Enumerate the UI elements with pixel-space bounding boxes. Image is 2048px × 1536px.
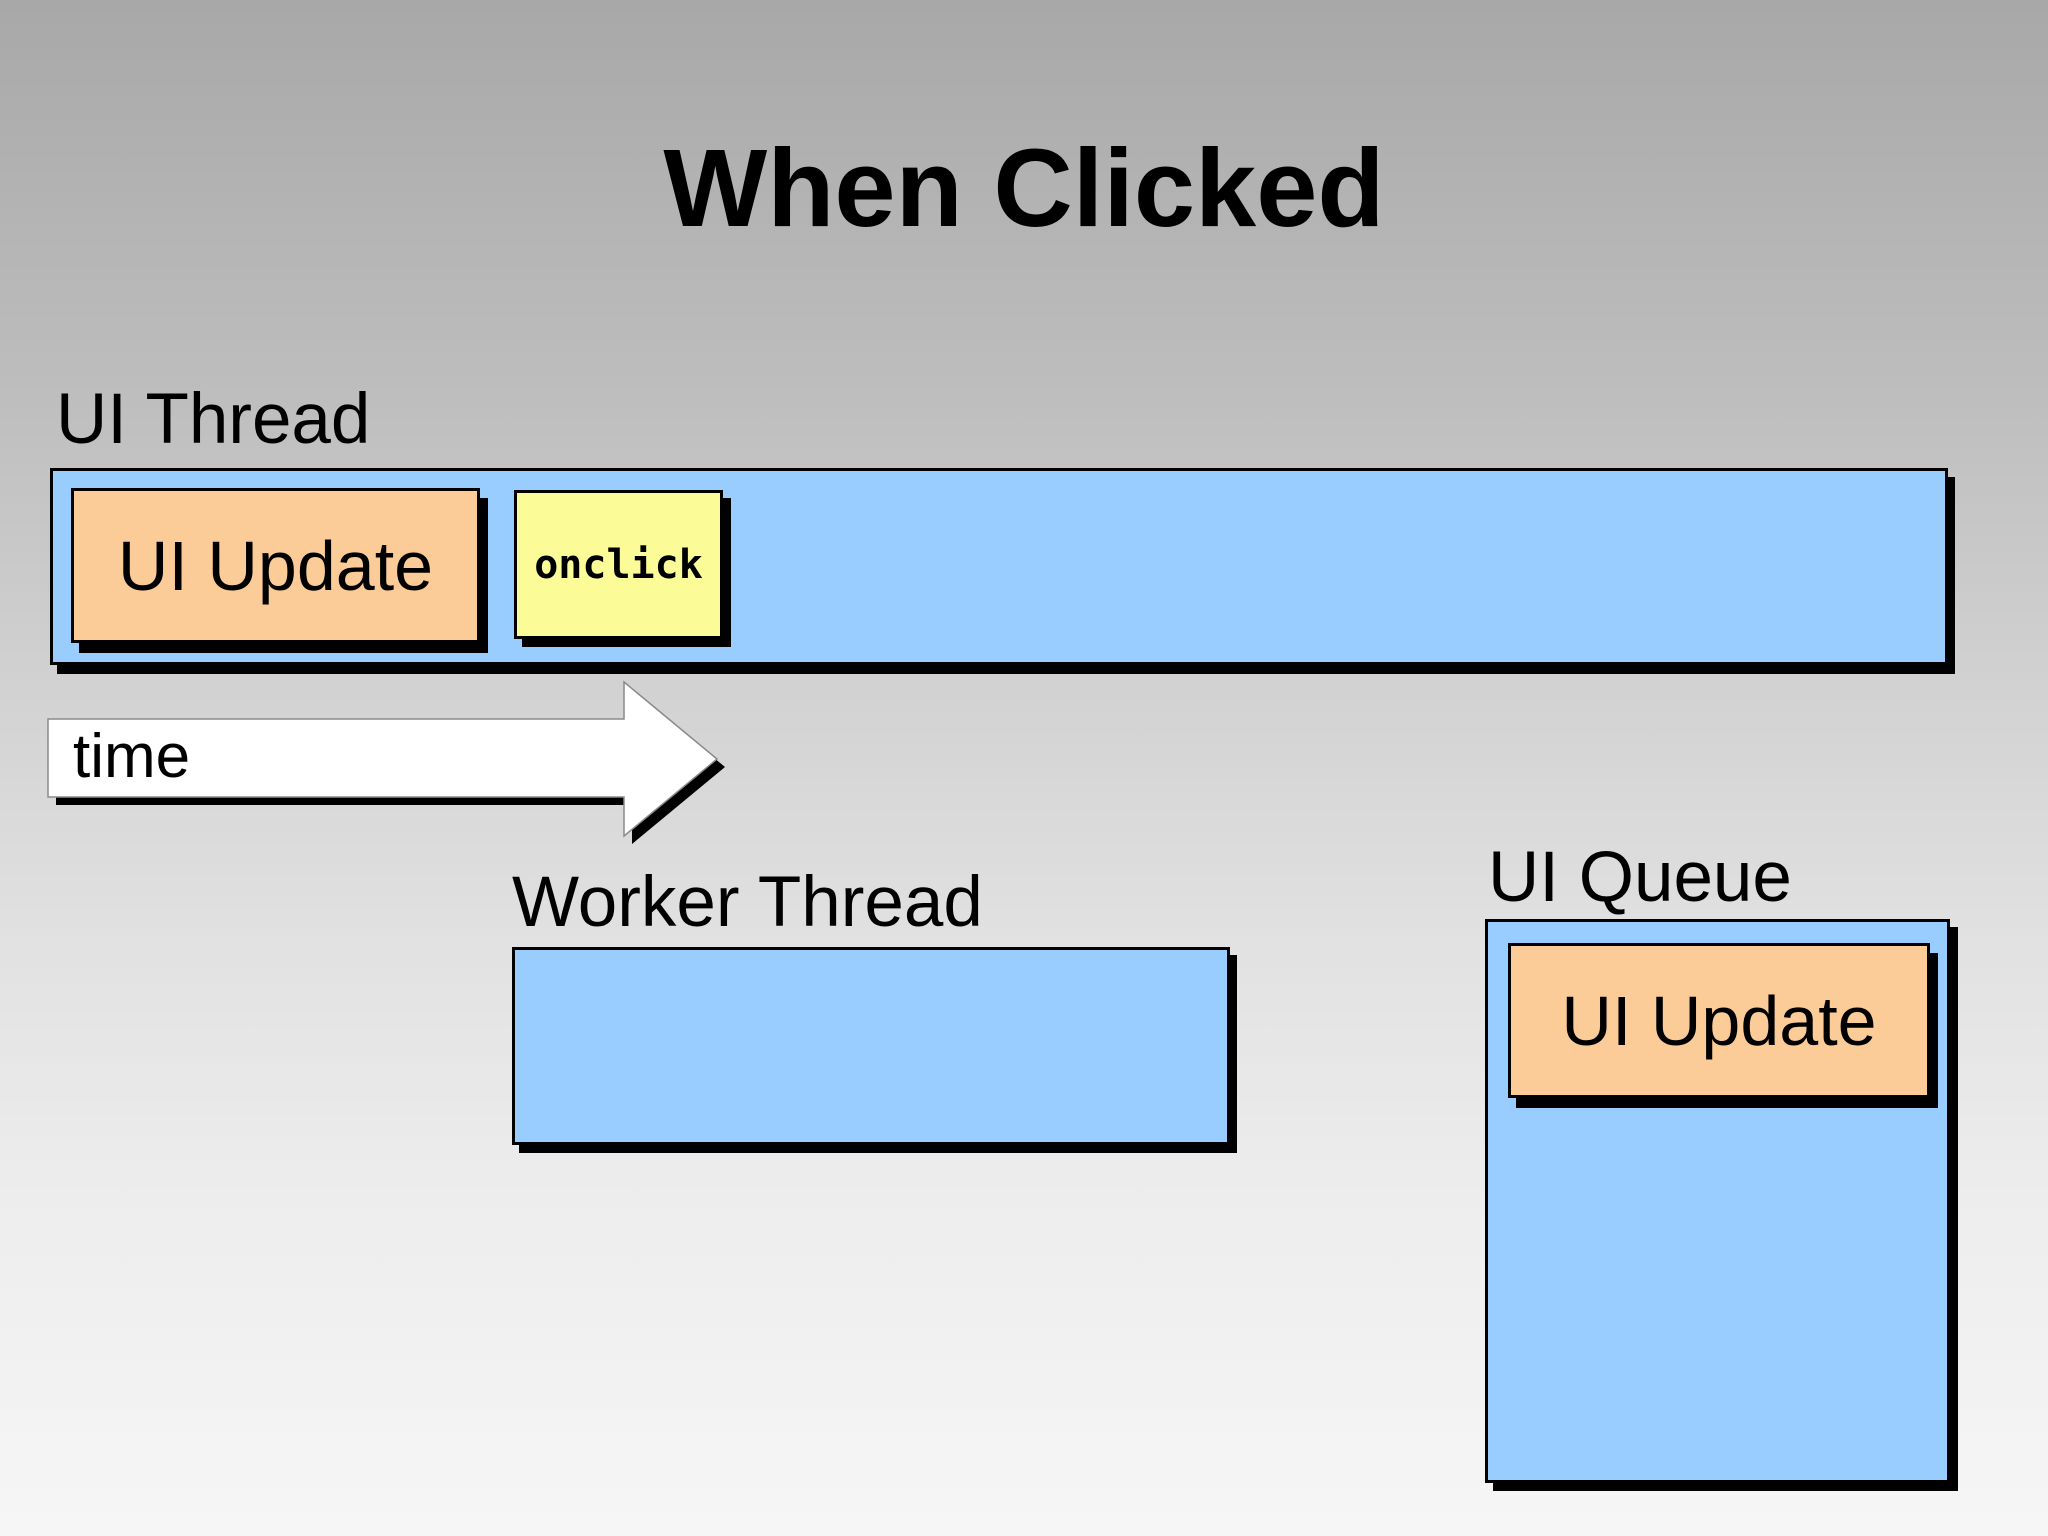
time-arrow-graphic [47, 680, 725, 844]
ui-queue-box: UI Update [1485, 919, 1950, 1483]
worker-thread-label: Worker Thread [512, 863, 983, 942]
onclick-block: onclick [514, 490, 723, 639]
ui-thread-label: UI Thread [56, 380, 371, 459]
onclick-block-label: onclick [534, 541, 703, 588]
slide-title: When Clicked [663, 127, 1385, 250]
worker-thread-bar [512, 947, 1230, 1145]
ui-thread-bar: UI Update onclick [50, 468, 1948, 665]
ui-update-block-thread-label: UI Update [117, 526, 434, 605]
time-arrow-label: time [73, 722, 191, 791]
time-arrow-body [47, 680, 719, 838]
ui-update-block-thread: UI Update [71, 488, 480, 643]
ui-update-block-queue-label: UI Update [1561, 981, 1877, 1060]
ui-update-block-queue: UI Update [1508, 943, 1930, 1098]
time-arrow: time [40, 674, 740, 859]
ui-queue-label: UI Queue [1488, 838, 1792, 917]
